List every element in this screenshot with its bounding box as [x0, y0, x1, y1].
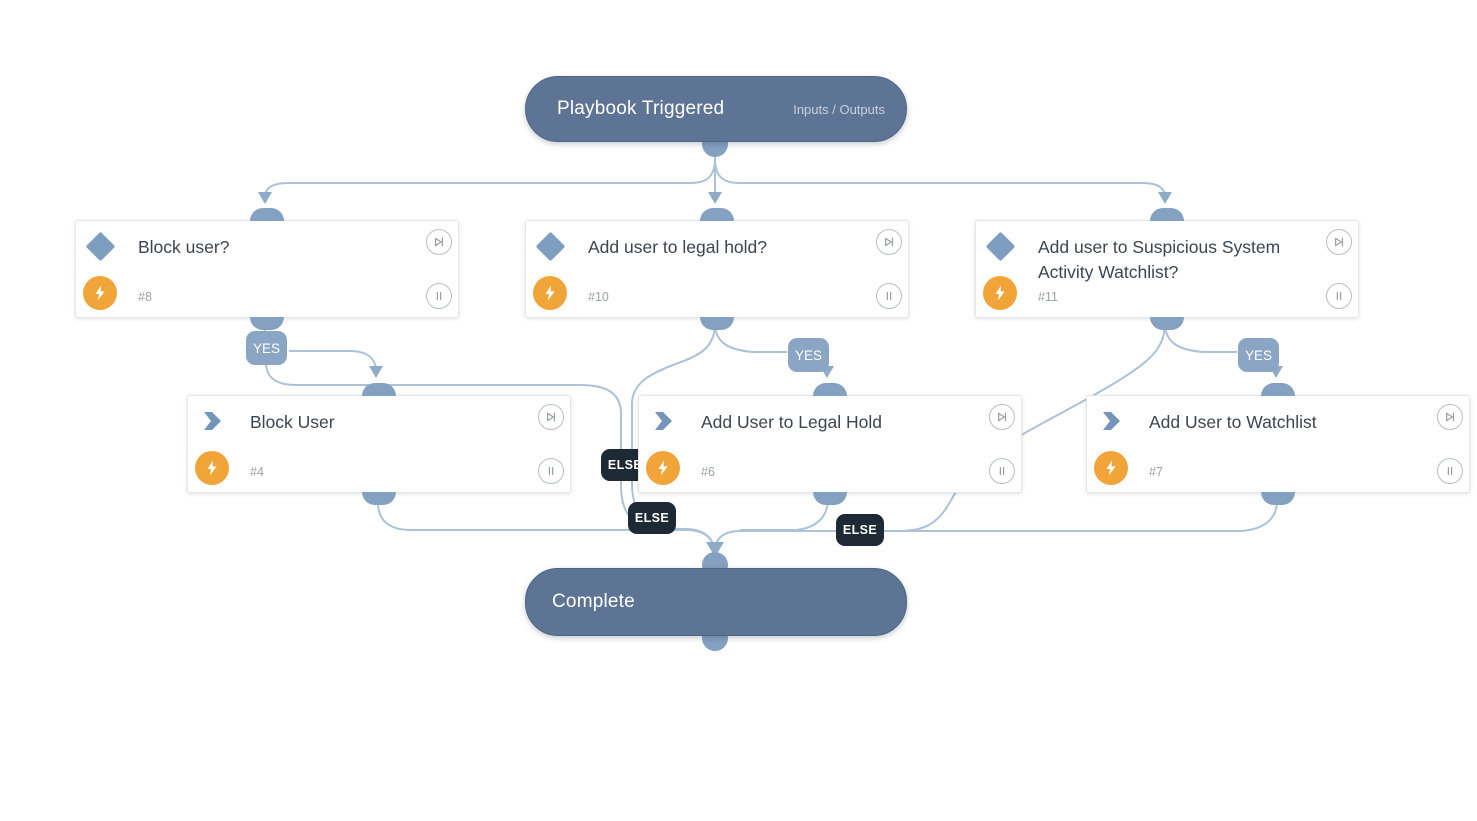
node-title: Add user to Suspicious System Activity W… [1038, 237, 1281, 282]
edge-label-else[interactable]: ELSE [628, 502, 676, 534]
bolt-icon [983, 276, 1017, 310]
node-title: Block user? [138, 237, 230, 257]
edge-label-yes[interactable]: YES [788, 338, 829, 372]
edge-a3-out [898, 492, 1278, 532]
decision-diamond-icon [535, 231, 566, 262]
pause-icon[interactable] [1326, 283, 1352, 309]
edge-d2-else [631, 322, 716, 548]
arrow-into-complete [706, 542, 724, 557]
output-connector[interactable] [1150, 317, 1184, 330]
end-title: Complete [552, 591, 635, 612]
bolt-icon [83, 276, 117, 310]
output-connector[interactable] [362, 492, 396, 505]
arrow-into-a1 [369, 366, 383, 378]
node-number: #7 [1149, 465, 1163, 479]
end-node[interactable]: Complete [525, 568, 907, 636]
edge-start-right [714, 157, 1166, 198]
pause-icon[interactable] [1437, 458, 1463, 484]
output-connector[interactable] [813, 492, 847, 505]
bolt-icon [646, 451, 680, 485]
action-chevron-icon [651, 409, 675, 438]
skip-to-end-icon[interactable] [1437, 404, 1463, 430]
action-chevron-icon [200, 409, 224, 438]
bolt-icon [1094, 451, 1128, 485]
skip-to-end-icon[interactable] [1326, 229, 1352, 255]
node-title: Add user to legal hold? [588, 237, 768, 257]
edge-d1-yes [289, 350, 377, 371]
node-title: Block User [250, 412, 335, 432]
action-card-block-user[interactable]: Block User #4 [187, 383, 571, 505]
decision-diamond-icon [85, 231, 116, 262]
start-title: Playbook Triggered [557, 98, 725, 119]
bolt-icon [533, 276, 567, 310]
arrow-into-d1-left [258, 192, 272, 204]
edge-label-yes[interactable]: YES [246, 331, 287, 365]
node-number: #11 [1038, 290, 1058, 304]
input-connector[interactable] [1261, 383, 1295, 396]
skip-to-end-icon[interactable] [876, 229, 902, 255]
action-card-watchlist[interactable]: Add User to Watchlist #7 [1086, 383, 1470, 505]
output-connector[interactable] [1261, 492, 1295, 505]
pause-icon[interactable] [538, 458, 564, 484]
start-inputs-outputs-link[interactable]: Inputs / Outputs [793, 101, 885, 117]
arrow-into-d1 [708, 192, 722, 204]
bolt-icon [195, 451, 229, 485]
output-connector[interactable] [700, 317, 734, 330]
skip-to-end-icon[interactable] [426, 229, 452, 255]
decision-card-watchlist[interactable]: Add user to Suspicious System Activity W… [975, 208, 1359, 330]
pause-icon[interactable] [989, 458, 1015, 484]
output-connector[interactable] [250, 317, 284, 330]
node-number: #6 [701, 465, 715, 479]
input-connector[interactable] [700, 208, 734, 221]
input-connector[interactable] [250, 208, 284, 221]
pause-icon[interactable] [426, 283, 452, 309]
node-number: #4 [250, 465, 264, 479]
pause-icon[interactable] [876, 283, 902, 309]
node-number: #8 [138, 290, 152, 304]
node-title: Add User to Legal Hold [701, 412, 882, 432]
edge-start-left [264, 157, 716, 198]
action-card-legal-hold[interactable]: Add User to Legal Hold #6 [638, 383, 1022, 505]
decision-card-block-user[interactable]: Block user? #8 [75, 208, 459, 330]
edge-label-yes[interactable]: YES [1238, 338, 1279, 372]
skip-to-end-icon[interactable] [989, 404, 1015, 430]
node-title: Add User to Watchlist [1149, 412, 1317, 432]
input-connector[interactable] [362, 383, 396, 396]
decision-card-legal-hold[interactable]: Add user to legal hold? #10 [525, 208, 909, 330]
skip-to-end-icon[interactable] [538, 404, 564, 430]
node-number: #10 [588, 290, 609, 304]
arrow-into-d3 [1158, 192, 1172, 204]
input-connector[interactable] [813, 383, 847, 396]
start-node[interactable]: Playbook Triggered Inputs / Outputs [525, 76, 907, 142]
action-chevron-icon [1099, 409, 1123, 438]
input-connector[interactable] [1150, 208, 1184, 221]
edge-label-else[interactable]: ELSE [836, 514, 884, 546]
decision-diamond-icon [985, 231, 1016, 262]
